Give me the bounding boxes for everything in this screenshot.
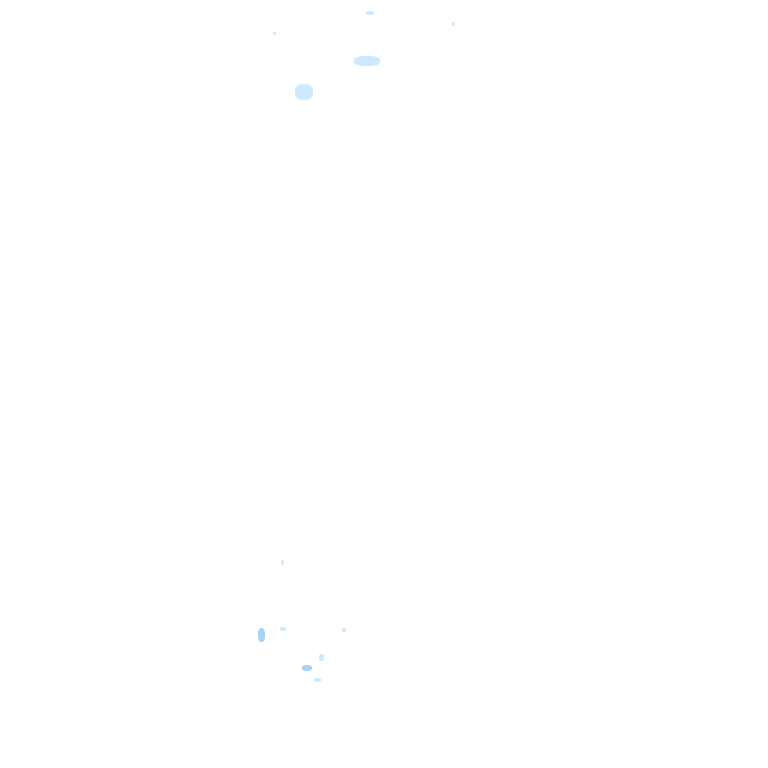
speck — [258, 628, 265, 642]
speck — [302, 665, 312, 671]
speck — [281, 560, 284, 565]
speck — [366, 11, 374, 15]
speck — [314, 678, 321, 682]
speck — [280, 627, 286, 631]
speck — [295, 84, 313, 100]
speck — [319, 654, 324, 661]
speck — [452, 22, 455, 26]
speck — [273, 32, 276, 35]
speck — [354, 56, 380, 66]
speck — [342, 628, 346, 632]
